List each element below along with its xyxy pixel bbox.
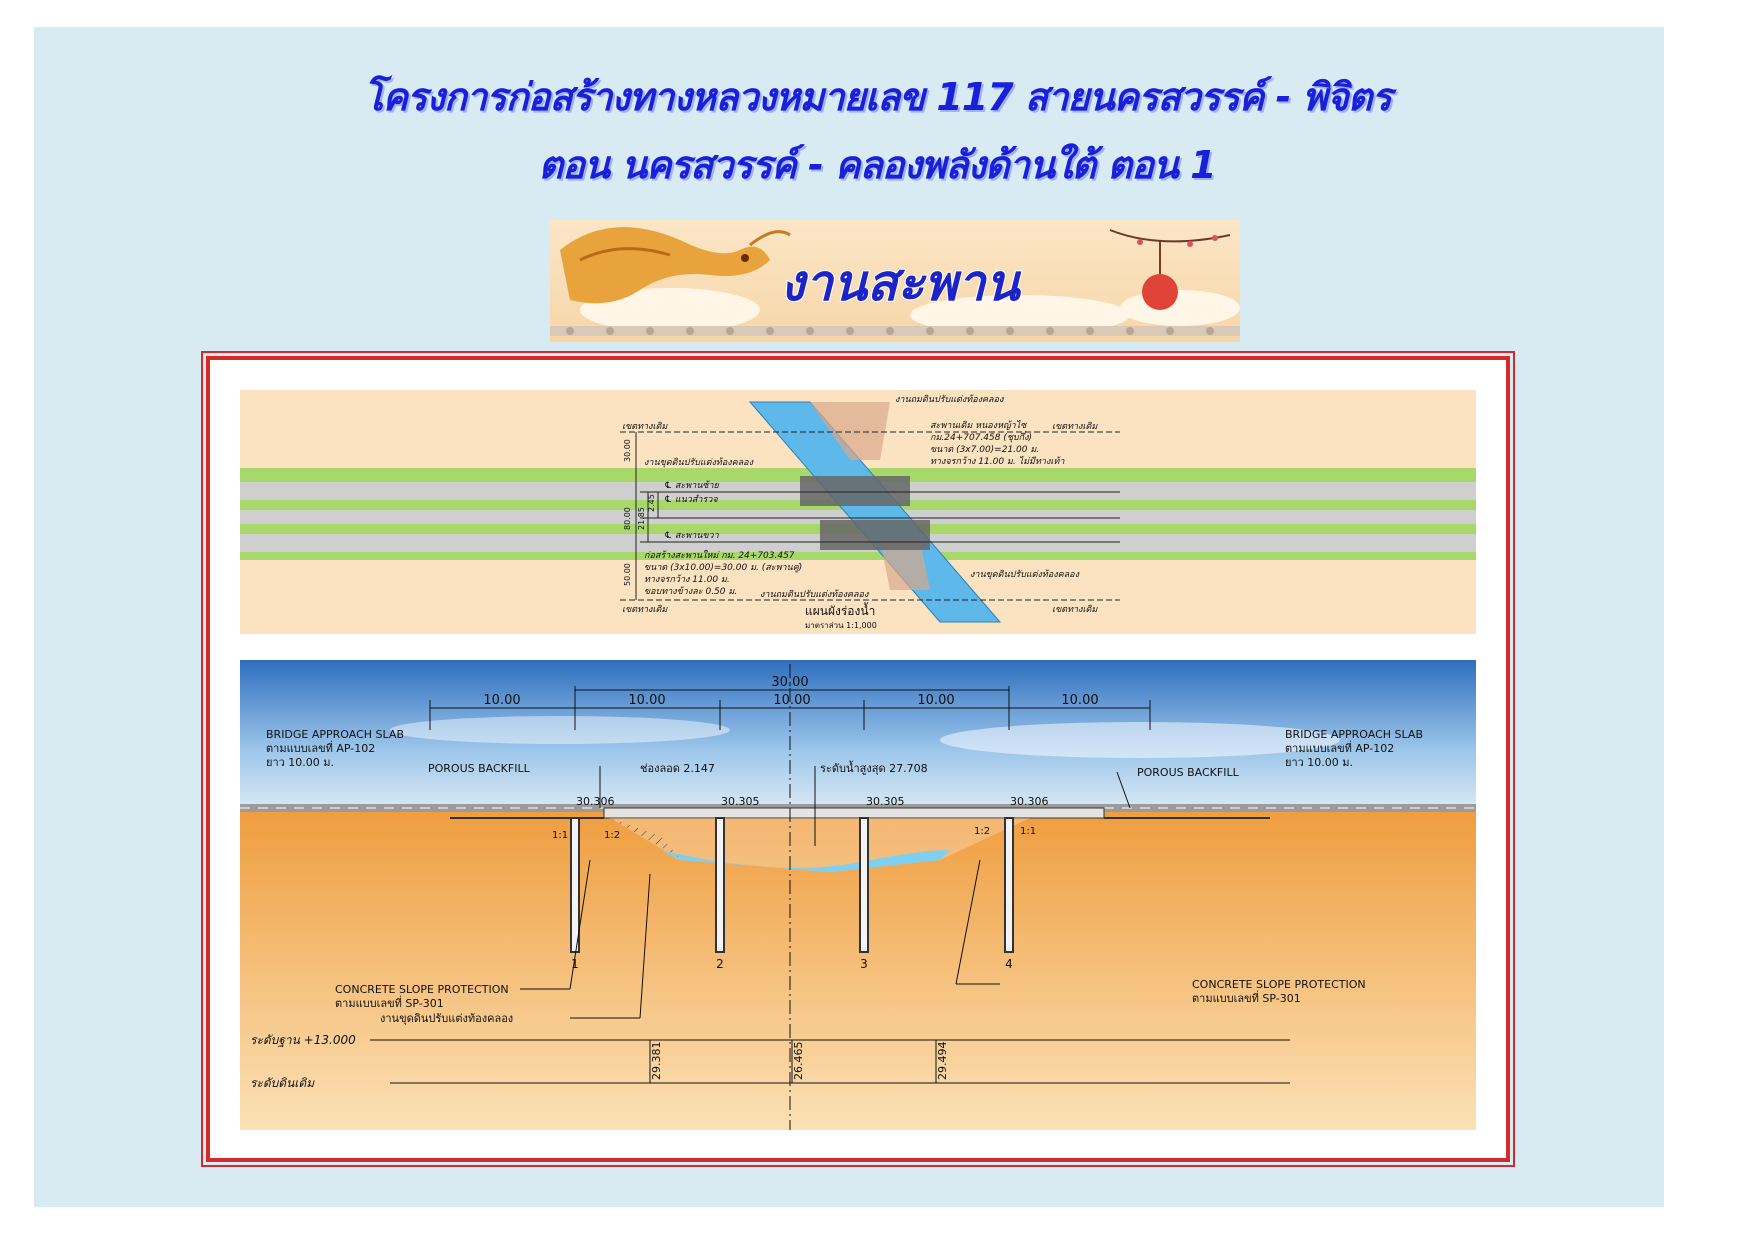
plan-new-2: ขนาด (3x10.00)=30.00 ม. (สะพานคู่) <box>644 563 802 573</box>
pier-number-2: 2 <box>716 957 724 971</box>
plan-caption: แผนผังร่องน้ำ <box>805 602 875 618</box>
porous-backfill-right: POROUS BACKFILL <box>1137 766 1240 779</box>
lantern-icon <box>1142 240 1178 310</box>
excavation-label: งานขุดดินปรับแต่งท้องคลอง <box>380 1012 513 1025</box>
bridge-deck <box>603 807 1105 819</box>
deck-level-2: 30.305 <box>721 795 760 808</box>
plan-view: เขตทางเดิม เขตทางเดิม เขตทางเดิม เขตทางเ… <box>240 390 1476 634</box>
pier-number-1: 1 <box>571 957 579 971</box>
plan-row-top-left: เขตทางเดิม <box>622 421 668 432</box>
span-label-3: 10.00 <box>773 693 810 708</box>
approach-right-line-3: ยาว 10.00 ม. <box>1285 756 1353 769</box>
plan-top-callout: งานถมดินปรับแต่งท้องคลอง <box>895 394 1004 405</box>
water-body <box>660 850 950 872</box>
pier-2-pile <box>715 817 725 953</box>
plan-existing-2: กม.24+707.458 (ชุบกึ่ง) <box>930 430 1032 443</box>
plan-cl-road: ℄ แนวสำรวจ <box>664 494 718 505</box>
pier-number-3: 3 <box>860 957 868 971</box>
approach-right-line-2: ตามแบบเลขที่ AP-102 <box>1285 740 1394 755</box>
approach-left-line-2: ตามแบบเลขที่ AP-102 <box>266 740 375 755</box>
title-line-1: โครงการก่อสร้างทางหลวงหมายเลข 117 สายนคร… <box>363 75 1392 119</box>
banner-label: งานสะพาน <box>780 254 1021 312</box>
plan-row-top-right: เขตทางเดิม <box>1052 421 1098 432</box>
porous-backfill-left: POROUS BACKFILL <box>428 762 531 775</box>
span-label-2: 10.00 <box>628 693 665 708</box>
plan-cl-left: ℄ สะพานซ้าย <box>664 480 720 491</box>
plan-existing-3: ขนาด (3x7.00)=21.00 ม. <box>930 445 1039 455</box>
span-label-1: 10.00 <box>483 693 520 708</box>
ground-level-3: 29.494 <box>936 1042 949 1081</box>
left-bridge-deck <box>800 476 910 506</box>
approach-left-line-3: ยาว 10.00 ม. <box>266 756 334 769</box>
pier-number-4: 4 <box>1005 957 1013 971</box>
total-span-label: 30.00 <box>771 675 808 690</box>
plan-dim-50: 50.00 <box>623 563 632 586</box>
plan-right-callout: งานขุดดินปรับแต่งท้องคลอง <box>970 569 1080 580</box>
slope-prot-left-line-1: CONCRETE SLOPE PROTECTION <box>335 983 509 996</box>
plan-cl-right: ℄ สะพานขวา <box>664 531 720 541</box>
slope-prot-right-line-2: ตามแบบเลขที่ SP-301 <box>1192 990 1301 1005</box>
plan-new-4: ขอบทางข้างละ 0.50 ม. <box>644 586 737 597</box>
plan-dim-30: 30.00 <box>623 439 632 462</box>
banner-art: งานสะพาน <box>550 220 1240 342</box>
plan-existing-1: สะพานเดิม หนองหญ้าไซ <box>930 419 1028 431</box>
high-water-label: ระดับน้ำสูงสุด 27.708 <box>820 760 928 775</box>
drawing-frame: เขตทางเดิม เขตทางเดิม เขตทางเดิม เขตทางเ… <box>201 351 1515 1167</box>
elevation-view: 30.00 10.00 10.00 10.00 10.00 10.00 BRID… <box>240 660 1476 1130</box>
pier-3-pile <box>859 817 869 953</box>
plan-row-bottom-left: เขตทางเดิม <box>622 604 668 615</box>
plan-dim-80: 80.00 <box>623 507 632 530</box>
span-label-5: 10.00 <box>1061 693 1098 708</box>
section-banner: งานสะพาน <box>550 220 1240 342</box>
deck-level-4: 30.306 <box>1010 795 1049 808</box>
slope-left: 1:1 <box>552 830 568 841</box>
datum-label: ระดับฐาน +13.000 <box>250 1033 356 1048</box>
right-bridge-deck <box>820 520 930 550</box>
pier-4-pile <box>1004 817 1014 953</box>
dragon-icon <box>560 227 791 304</box>
deck-level-3: 30.305 <box>866 795 905 808</box>
plan-existing-4: ทางจรกว้าง 11.00 ม. ไม่มีทางเท้า <box>930 455 1065 467</box>
deck-level-1: 30.306 <box>576 795 615 808</box>
clearance-label: ช่องลอด 2.147 <box>640 762 715 775</box>
plan-row-bottom-right: เขตทางเดิม <box>1052 604 1098 615</box>
plan-new-3: ทางจรกว้าง 11.00 ม. <box>644 574 730 585</box>
plan-left-callout: งานขุดดินปรับแต่งท้องคลอง <box>644 457 754 468</box>
plan-dim-245: 2.45 <box>647 494 656 512</box>
slope-right-2: 1:1 <box>1020 826 1036 837</box>
slope-prot-left-line-2: ตามแบบเลขที่ SP-301 <box>335 995 444 1010</box>
ground-level-1: 29.381 <box>650 1042 663 1081</box>
plan-dim-2185: 21.85 <box>637 507 646 530</box>
ground-level-2: 26.465 <box>792 1042 805 1081</box>
slope-prot-right-line-1: CONCRETE SLOPE PROTECTION <box>1192 978 1366 991</box>
pier-1-pile <box>570 817 580 953</box>
plan-new-1: ก่อสร้างสะพานใหม่ กม. 24+703.457 <box>644 549 795 561</box>
slope-right: 1:2 <box>974 826 990 837</box>
plan-scale: มาตราส่วน 1:1,000 <box>805 621 877 630</box>
plan-bottom-callout: งานถมดินปรับแต่งท้องคลอง <box>760 589 869 600</box>
approach-right-line-1: BRIDGE APPROACH SLAB <box>1285 728 1423 741</box>
span-label-4: 10.00 <box>917 693 954 708</box>
approach-left-line-1: BRIDGE APPROACH SLAB <box>266 728 404 741</box>
ground-label: ระดับดินเดิม <box>250 1076 315 1090</box>
title-line-2: ตอน นครสวรรค์ - คลองพลังด้านใต้ ตอน 1 <box>538 143 1216 187</box>
slope-left-2: 1:2 <box>604 830 620 841</box>
